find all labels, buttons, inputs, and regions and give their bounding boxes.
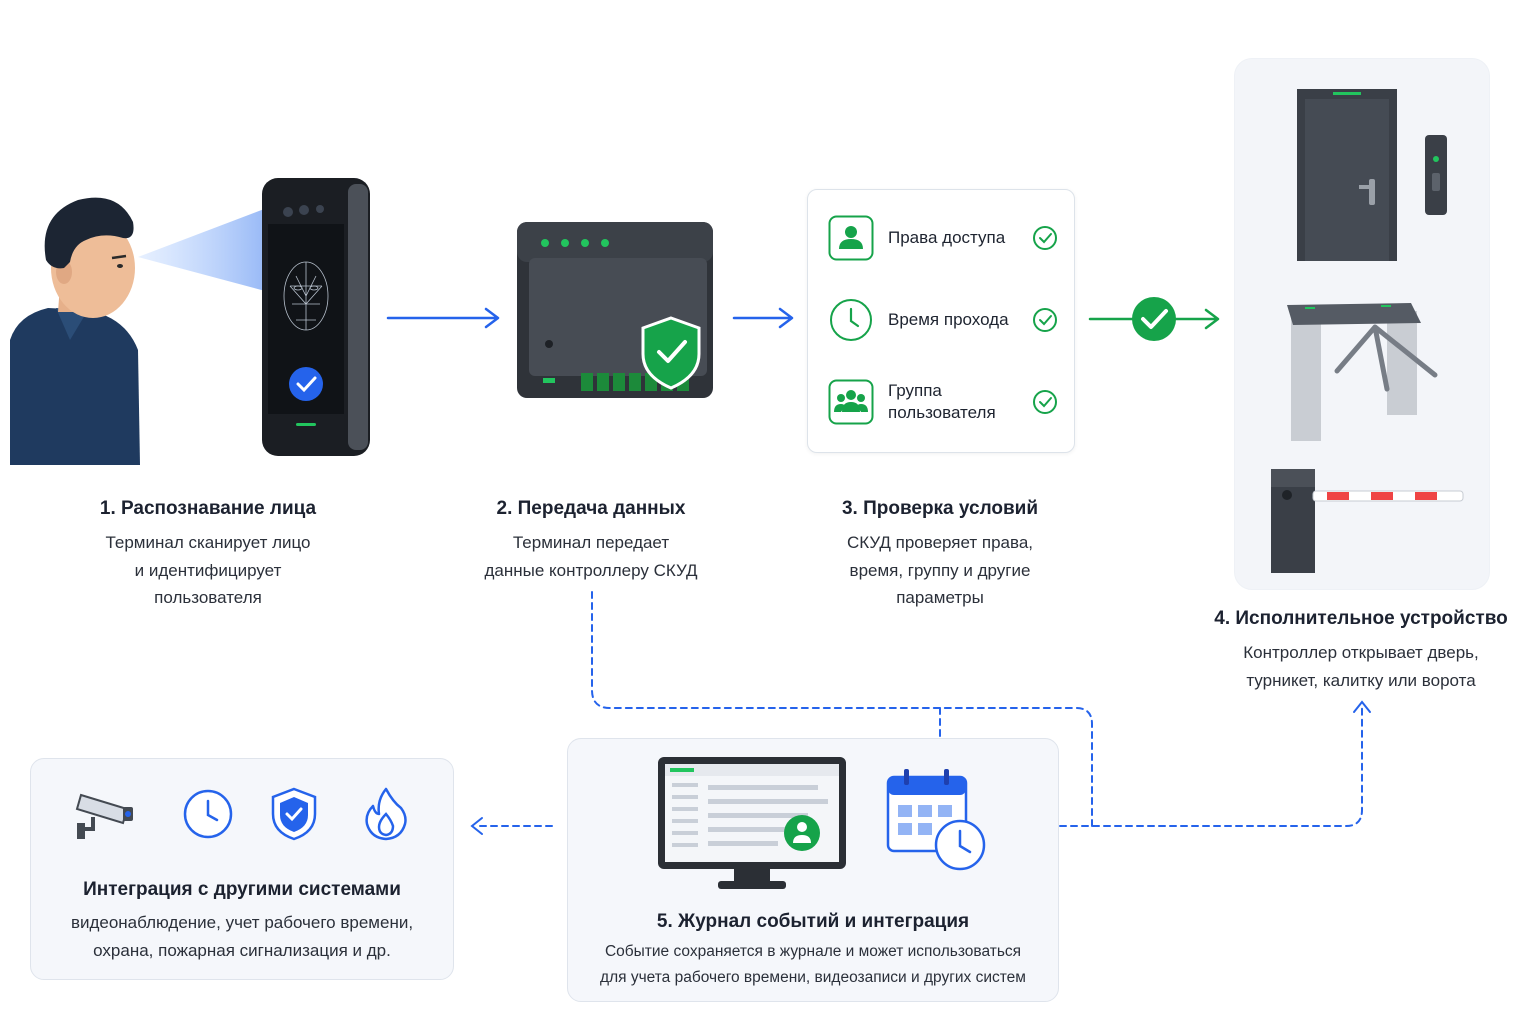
arrow-right — [732, 306, 798, 330]
step-1-title: 1. Распознавание лица — [99, 498, 317, 519]
check-circle-icon — [1033, 308, 1057, 332]
arrow-right — [386, 306, 504, 330]
step-5-text: Событие сохраняется в журнале и может ис… — [604, 943, 1022, 960]
step-3-title: 3. Проверка условий — [841, 498, 1039, 519]
calendar-icon — [886, 769, 986, 871]
integration-card: Интеграция с другими системами видеонабл… — [30, 758, 454, 980]
step-2-title: 2. Передача данных — [496, 498, 686, 519]
condition-label: Права доступа — [888, 228, 1006, 247]
clock-icon — [830, 299, 872, 341]
scan-beam — [130, 195, 290, 305]
clock-icon — [183, 789, 233, 839]
condition-row: Права доступа — [828, 214, 1058, 262]
condition-label-line: пользователя — [888, 403, 996, 422]
access-controller-device — [515, 218, 720, 403]
condition-label: Время прохода — [888, 310, 1009, 329]
step-3-text: параметры — [896, 588, 984, 607]
actuators-panel — [1234, 58, 1490, 590]
step-4-text: турникет, калитку или ворота — [1246, 670, 1476, 690]
integration-title: Интеграция с другими системами — [83, 879, 401, 900]
shield-icon — [271, 787, 317, 841]
condition-label: Группа пользователя — [888, 380, 1032, 424]
journal-card: 5. Журнал событий и интеграция Событие с… — [567, 738, 1059, 1002]
step-4-text: Контроллер открывает дверь, — [1243, 643, 1479, 662]
condition-row: Время прохода — [828, 296, 1058, 344]
step-2-text: данные контроллеру СКУД — [484, 560, 698, 580]
step-2-caption: 2. Передача данных Терминал передает дан… — [440, 498, 742, 584]
face-terminal — [262, 178, 372, 458]
integration-caption: Интеграция с другими системами видеонабл… — [31, 879, 453, 964]
person-illustration — [8, 190, 153, 465]
step-3-text: СКУД проверяет права, — [846, 533, 1034, 552]
step-1-text: и идентифицирует — [134, 560, 282, 580]
door-icon — [1271, 89, 1464, 573]
user-icon — [828, 215, 874, 261]
condition-label-line: Группа — [888, 381, 942, 400]
monitor-icon — [658, 757, 846, 889]
integration-text: охрана, пожарная сигнализация и др. — [93, 940, 391, 960]
step-1-text: пользователя — [154, 588, 262, 607]
camera-icon — [75, 793, 133, 839]
condition-row: Группа пользователя — [828, 378, 1058, 426]
fire-icon — [365, 787, 407, 841]
step-5-title: 5. Журнал событий и интеграция — [656, 911, 970, 932]
integration-text: видеонаблюдение, учет рабочего времени, — [70, 913, 414, 932]
step-5-text: для учета рабочего времени, видеозаписи … — [600, 969, 1026, 986]
approved-arrow — [1088, 294, 1224, 344]
check-circle-icon — [1033, 390, 1057, 414]
step-5-caption: 5. Журнал событий и интеграция Событие с… — [568, 911, 1058, 991]
step-2-text: Терминал передает — [512, 533, 670, 552]
conditions-card: Права доступа Время прохода Группа п — [807, 189, 1075, 453]
step-4-caption: 4. Исполнительное устройство Контроллер … — [1206, 608, 1516, 694]
group-icon — [828, 379, 874, 425]
step-4-title: 4. Исполнительное устройство — [1214, 608, 1508, 629]
step-1-caption: 1. Распознавание лица Терминал сканирует… — [58, 498, 358, 612]
step-3-caption: 3. Проверка условий СКУД проверяет права… — [800, 498, 1080, 612]
check-circle-icon — [1033, 226, 1057, 250]
step-3-text: время, группу и другие — [849, 560, 1031, 580]
step-1-text: Терминал сканирует лицо — [105, 533, 311, 552]
